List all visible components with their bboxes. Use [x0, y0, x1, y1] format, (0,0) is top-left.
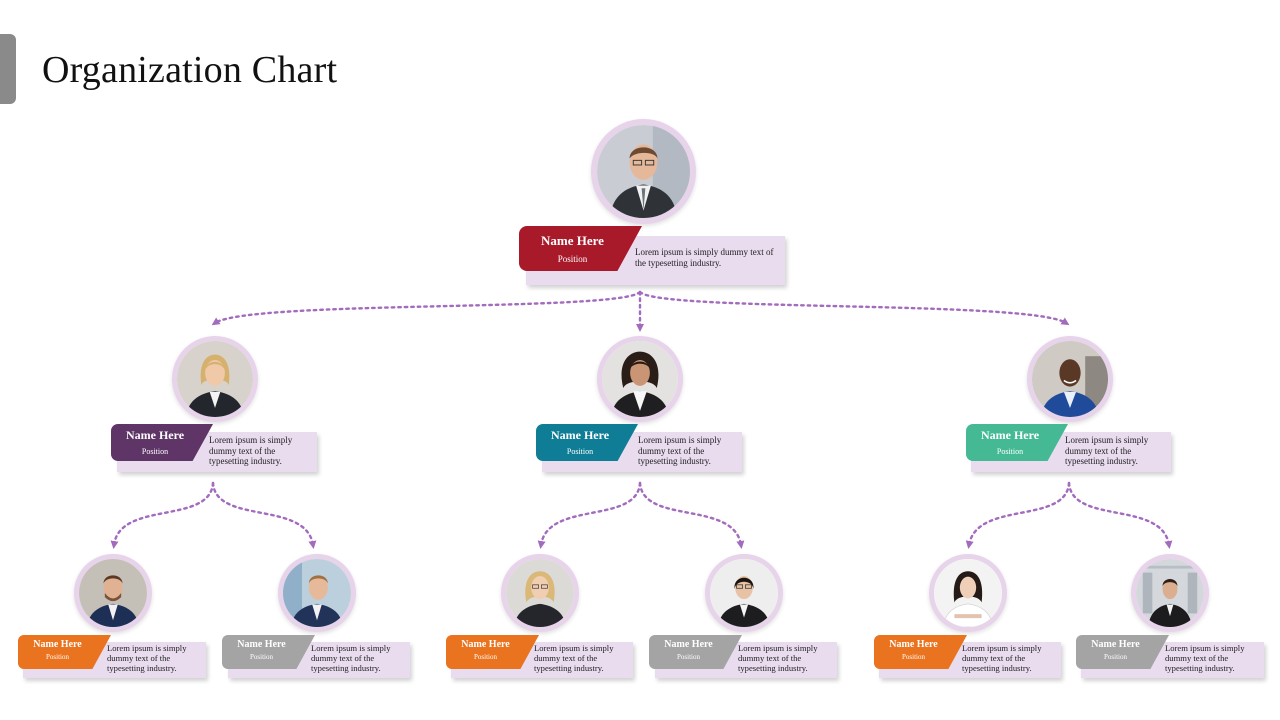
staff-4-name: Name Here	[664, 639, 713, 650]
staff-5-description-text: Lorem ipsum is simply dummy text of the …	[962, 643, 1042, 674]
avatar-manager-3	[1027, 336, 1113, 422]
staff-6-name-tag: Name Here Position	[1076, 635, 1169, 669]
manager-1-name: Name Here	[125, 428, 185, 442]
connector-right-to-staff-5	[965, 481, 1071, 549]
manager-2-name: Name Here	[550, 428, 610, 442]
staff-1-position: Position	[46, 653, 69, 661]
person-photo-icon	[1032, 341, 1108, 417]
avatar-manager-1	[172, 336, 258, 422]
person-photo-icon	[597, 125, 690, 218]
staff-2-position: Position	[250, 653, 273, 661]
connector-center-to-staff-4	[638, 481, 745, 549]
staff-5-name: Name Here	[889, 639, 938, 650]
connector-right-to-staff-6	[1067, 481, 1173, 549]
person-photo-icon	[283, 559, 351, 627]
staff-1-description-text: Lorem ipsum is simply dummy text of the …	[107, 643, 187, 674]
manager-3-name: Name Here	[980, 428, 1040, 442]
manager-1-description-text: Lorem ipsum is simply dummy text of the …	[209, 435, 293, 467]
staff-3-name-tag: Name Here Position	[446, 635, 539, 669]
staff-4-description: Lorem ipsum is simply dummy text of the …	[655, 642, 837, 678]
staff-3-description-text: Lorem ipsum is simply dummy text of the …	[534, 643, 614, 674]
staff-4-position: Position	[677, 653, 700, 661]
manager-1-position: Position	[141, 447, 169, 456]
person-photo-icon	[1136, 559, 1204, 627]
manager-2-description-text: Lorem ipsum is simply dummy text of the …	[638, 435, 722, 467]
avatar-staff-4	[705, 554, 783, 632]
manager-2-position: Position	[566, 447, 594, 456]
staff-4-name-tag: Name Here Position	[649, 635, 742, 669]
staff-2-name: Name Here	[237, 639, 286, 650]
staff-5-name-tag: Name Here Position	[874, 635, 967, 669]
staff-4-description-text: Lorem ipsum is simply dummy text of the …	[738, 643, 818, 674]
avatar-top	[591, 119, 696, 224]
staff-6-position: Position	[1104, 653, 1127, 661]
staff-2-description-text: Lorem ipsum is simply dummy text of the …	[311, 643, 391, 674]
avatar-staff-1	[74, 554, 152, 632]
avatar-staff-3	[501, 554, 579, 632]
top-position: Position	[557, 254, 588, 264]
top-name: Name Here	[541, 233, 604, 248]
staff-1-name-tag: Name Here Position	[18, 635, 111, 669]
avatar-staff-6	[1131, 554, 1209, 632]
avatar-staff-5	[929, 554, 1007, 632]
connector-center-to-staff-3	[537, 481, 642, 549]
manager-3-description-text: Lorem ipsum is simply dummy text of the …	[1065, 435, 1149, 467]
person-photo-icon	[79, 559, 147, 627]
staff-6-description-text: Lorem ipsum is simply dummy text of the …	[1165, 643, 1245, 674]
staff-6-name: Name Here	[1091, 639, 1140, 650]
staff-3-position: Position	[474, 653, 497, 661]
page-title: Organization Chart	[42, 49, 338, 91]
connector-top-to-left	[211, 290, 642, 326]
top-name-tag: Name Here Position	[519, 226, 642, 271]
staff-3-name: Name Here	[461, 639, 510, 650]
connector-top-to-right	[638, 290, 1070, 326]
person-photo-icon	[602, 341, 678, 417]
slide-accent-tab	[0, 34, 16, 104]
top-description-text: Lorem ipsum is simply dummy text of the …	[635, 247, 774, 268]
staff-5-position: Position	[902, 653, 925, 661]
connector-left-to-staff-1	[110, 481, 215, 549]
person-photo-icon	[506, 559, 574, 627]
person-photo-icon	[177, 341, 253, 417]
avatar-manager-2	[597, 336, 683, 422]
staff-1-name: Name Here	[33, 639, 82, 650]
avatar-staff-2	[278, 554, 356, 632]
connector-left-to-staff-2	[211, 481, 317, 549]
manager-3-position: Position	[996, 447, 1024, 456]
staff-2-name-tag: Name Here Position	[222, 635, 315, 669]
person-photo-icon	[934, 559, 1002, 627]
person-photo-icon	[710, 559, 778, 627]
